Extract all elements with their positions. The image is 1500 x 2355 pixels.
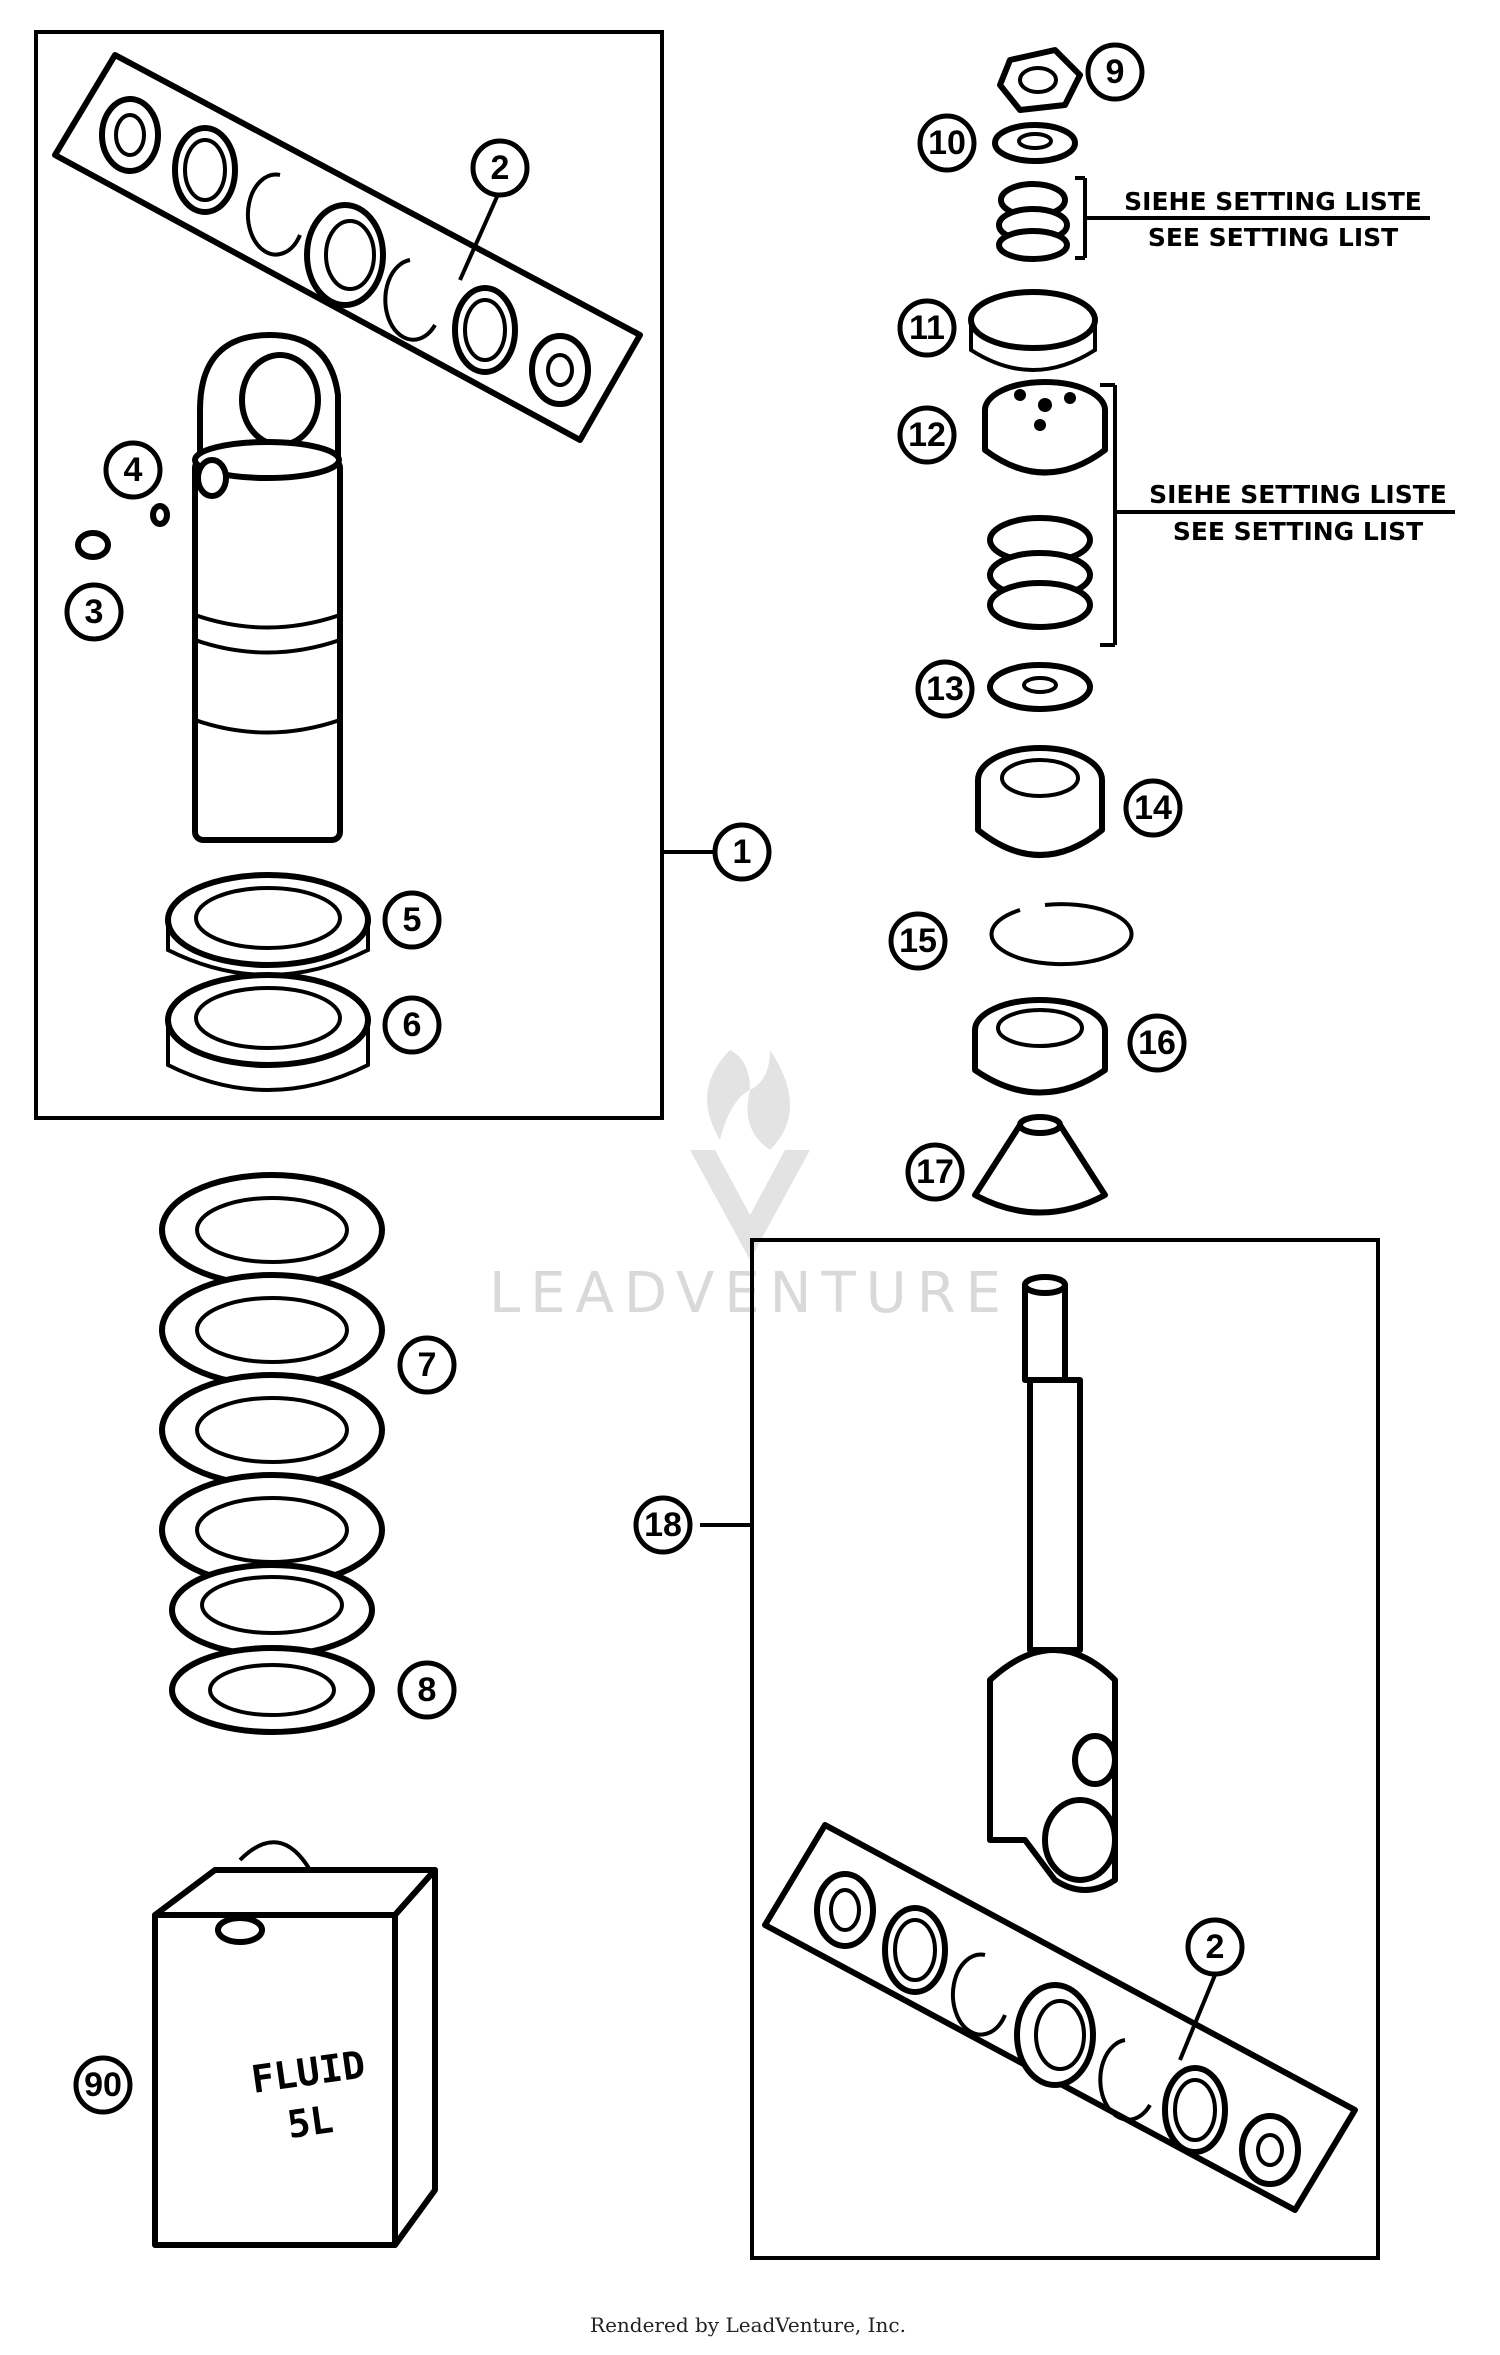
callout-label: 4 <box>124 451 143 489</box>
callout-label: 17 <box>916 1153 954 1191</box>
callout-3[interactable]: 3 <box>64 582 124 642</box>
callout-7[interactable]: 7 <box>397 1335 457 1395</box>
callout-1[interactable]: 1 <box>712 822 772 882</box>
callout-label: 1 <box>733 833 752 871</box>
coil-spring[interactable] <box>159 1172 385 1658</box>
watermark-text: LEADVENTURE <box>489 1261 1011 1326</box>
callout-13[interactable]: 13 <box>915 659 975 719</box>
callout-11[interactable]: 11 <box>897 298 957 358</box>
watermark: LEADVENTURE <box>489 1050 1011 1326</box>
setting-note-top: SIEHE SETTING LISTE SEE SETTING LIST <box>1124 187 1422 252</box>
leader-line <box>1178 1974 1217 2061</box>
callout-9[interactable]: 9 <box>1085 42 1145 102</box>
callout-label: 16 <box>1138 1024 1176 1062</box>
callout-2-bottom[interactable]: 2 <box>1185 1917 1245 1977</box>
shock-absorber-body[interactable] <box>192 332 343 843</box>
adjusting-ring-6[interactable] <box>165 972 371 1092</box>
callout-15[interactable]: 15 <box>888 911 948 971</box>
bushing-16[interactable] <box>972 997 1108 1096</box>
washer-13[interactable] <box>987 662 1093 712</box>
callout-label: 13 <box>926 670 964 708</box>
nut[interactable] <box>997 47 1083 113</box>
setting-note-mid-line1: SIEHE SETTING LISTE <box>1149 480 1447 509</box>
bearing-kit-bottom[interactable] <box>762 1822 1358 2213</box>
setting-note-top-line1: SIEHE SETTING LISTE <box>1124 187 1422 216</box>
callout-label: 8 <box>418 1671 437 1709</box>
shim-stack-lower[interactable] <box>987 383 1455 647</box>
washer-10[interactable] <box>992 122 1078 164</box>
valve-body-14[interactable] <box>975 745 1105 858</box>
callout-10[interactable]: 10 <box>917 113 977 173</box>
v-logo-icon <box>690 1150 810 1260</box>
callout-label: 2 <box>1206 1928 1225 1966</box>
shim-stack-top[interactable] <box>996 176 1430 262</box>
callout-label: 12 <box>908 416 946 454</box>
callout-5[interactable]: 5 <box>382 890 442 950</box>
shock-assembly-box <box>34 30 664 1120</box>
callout-14[interactable]: 14 <box>1123 778 1183 838</box>
fluid-container[interactable]: FLUID 5L <box>152 1840 438 2248</box>
callout-8[interactable]: 8 <box>397 1660 457 1720</box>
spring-retainer[interactable] <box>169 1645 375 1735</box>
callout-label: 11 <box>909 309 945 347</box>
callout-label: 3 <box>85 593 104 631</box>
callout-label: 14 <box>1134 789 1172 827</box>
callout-18[interactable]: 18 <box>633 1495 693 1555</box>
setting-note-top-line2: SEE SETTING LIST <box>1148 223 1398 252</box>
callout-label: 18 <box>644 1506 682 1544</box>
callout-label: 90 <box>84 2066 122 2104</box>
callout-4[interactable]: 4 <box>103 440 163 500</box>
screw-small[interactable] <box>75 503 170 560</box>
seal-ring-11[interactable] <box>968 289 1098 372</box>
callout-label: 7 <box>418 1346 437 1384</box>
bearing-kit-top[interactable] <box>52 52 643 443</box>
leader-line <box>458 189 502 281</box>
callout-6[interactable]: 6 <box>382 995 442 1055</box>
piston-rod-assembly-box <box>750 1238 1380 2260</box>
callout-label: 5 <box>403 901 422 939</box>
flame-logo-icon <box>707 1050 790 1150</box>
bump-stop-17[interactable] <box>972 1114 1108 1216</box>
callout-label: 2 <box>491 149 510 187</box>
callout-label: 10 <box>928 124 966 162</box>
callout-2-top[interactable]: 2 <box>470 138 530 198</box>
container-label-line2: 5L <box>284 2097 335 2147</box>
callout-17[interactable]: 17 <box>905 1142 965 1202</box>
setting-note-mid-line2: SEE SETTING LIST <box>1173 517 1423 546</box>
callout-label: 6 <box>403 1006 422 1044</box>
piston-rod[interactable] <box>987 1274 1118 1893</box>
setting-note-mid: SIEHE SETTING LISTE SEE SETTING LIST <box>1149 480 1447 546</box>
piston-12[interactable] <box>982 379 1108 476</box>
footer-credit: Rendered by LeadVenture, Inc. <box>590 2313 906 2337</box>
callout-16[interactable]: 16 <box>1127 1013 1187 1073</box>
callout-90[interactable]: 90 <box>73 2055 133 2115</box>
adjusting-ring-5[interactable] <box>165 872 371 977</box>
callout-label: 9 <box>1106 53 1125 91</box>
callout-12[interactable]: 12 <box>897 405 957 465</box>
callout-label: 15 <box>899 922 937 960</box>
circlip-15[interactable] <box>989 902 1134 967</box>
